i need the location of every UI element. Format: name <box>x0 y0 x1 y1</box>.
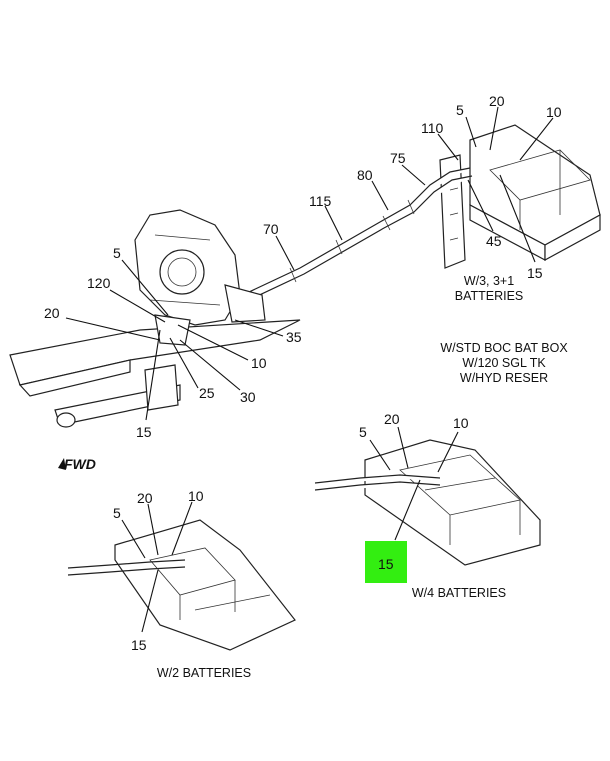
caption-w4: W/4 BATTERIES <box>412 586 506 600</box>
caption-w3-line1: W/3, 3+1 <box>464 274 514 288</box>
callout-mid-10[interactable]: 10 <box>453 415 469 431</box>
callout-top-115[interactable]: 115 <box>309 193 332 209</box>
callout-top-10[interactable]: 10 <box>546 104 562 120</box>
callout-top-20[interactable]: 20 <box>489 93 505 109</box>
callout-left-35[interactable]: 35 <box>286 329 302 345</box>
leader-lines <box>65 106 554 633</box>
caption-std-line3: W/HYD RESER <box>460 371 548 385</box>
callout-mid-20[interactable]: 20 <box>384 411 400 427</box>
callout-left-25[interactable]: 25 <box>199 385 215 401</box>
main-cable <box>231 167 473 307</box>
frame-rail <box>9 314 301 428</box>
caption-std-line1: W/STD BOC BAT BOX <box>440 341 568 355</box>
forward-indicator: FWD <box>58 456 96 472</box>
callout-left-5[interactable]: 5 <box>113 245 121 261</box>
fwd-label: FWD <box>64 456 96 472</box>
caption-w3-line2: BATTERIES <box>455 289 524 303</box>
captions: W/3, 3+1 BATTERIES W/STD BOC BAT BOX W/1… <box>157 274 568 680</box>
callout-bot-15[interactable]: 15 <box>131 637 147 653</box>
engine-housing <box>134 209 266 326</box>
callout-bot-20[interactable]: 20 <box>137 490 153 506</box>
callout-top-5[interactable]: 5 <box>456 102 464 118</box>
caption-w2: W/2 BATTERIES <box>157 666 251 680</box>
callout-top-45[interactable]: 45 <box>486 233 502 249</box>
battery-box-3 <box>439 124 601 269</box>
callout-top-110[interactable]: 110 <box>421 120 444 136</box>
callout-numbers: 5 20 10 110 75 80 115 70 45 15 5 120 20 … <box>44 93 562 653</box>
callout-bot-5[interactable]: 5 <box>113 505 121 521</box>
callout-left-10[interactable]: 10 <box>251 355 267 371</box>
callout-top-75[interactable]: 75 <box>390 150 406 166</box>
callout-mid-15[interactable]: 15 <box>378 556 394 572</box>
callout-left-30[interactable]: 30 <box>240 389 256 405</box>
callout-top-15[interactable]: 15 <box>527 265 543 281</box>
battery-box-2 <box>67 519 296 651</box>
callout-mid-5[interactable]: 5 <box>359 424 367 440</box>
caption-std-line2: W/120 SGL TK <box>462 356 546 370</box>
callout-top-80[interactable]: 80 <box>357 167 373 183</box>
callout-left-20[interactable]: 20 <box>44 305 60 321</box>
callout-bot-10[interactable]: 10 <box>188 488 204 504</box>
callout-top-70[interactable]: 70 <box>263 221 279 237</box>
battery-box-4 <box>314 439 541 566</box>
callout-left-120[interactable]: 120 <box>87 275 111 291</box>
callout-highlight[interactable] <box>365 541 407 583</box>
callout-left-15[interactable]: 15 <box>136 424 152 440</box>
